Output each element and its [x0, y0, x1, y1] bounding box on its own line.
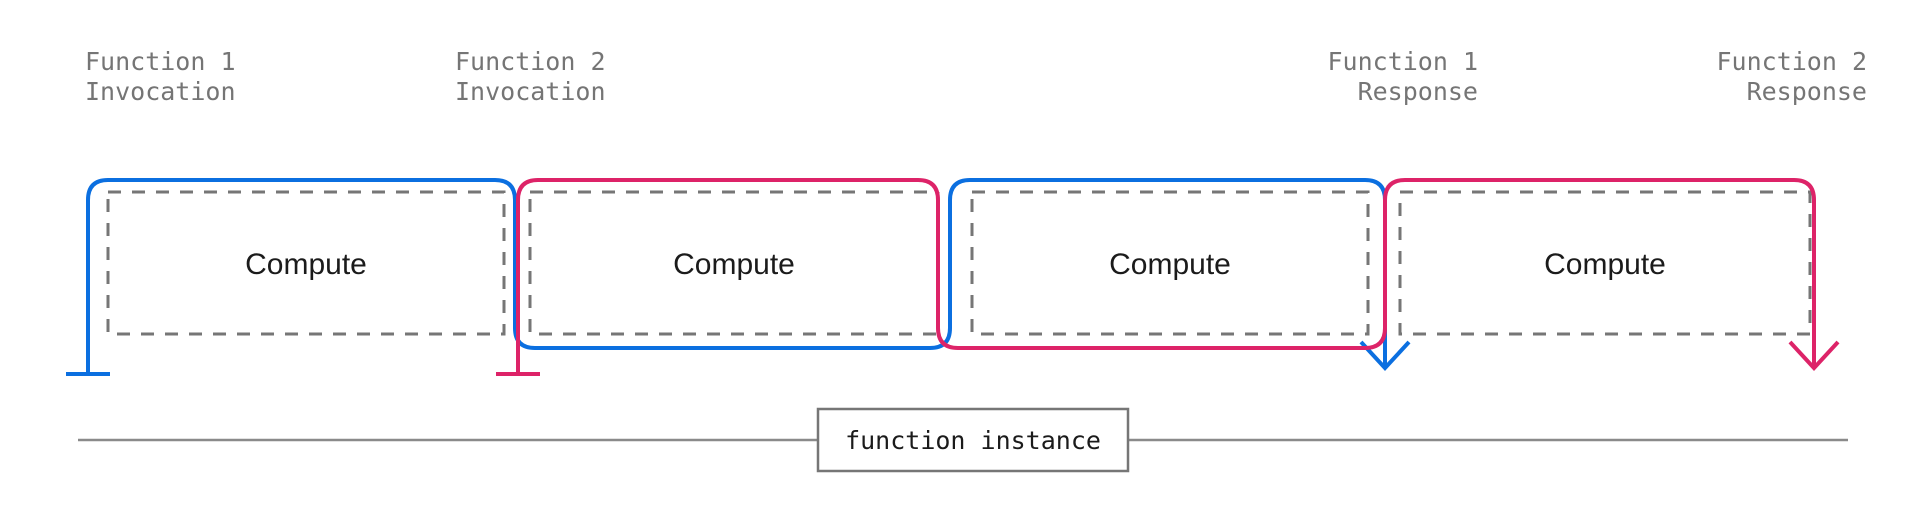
event-label-line1: Function 1 [1327, 47, 1478, 76]
event-label-line2: Invocation [455, 77, 606, 106]
compute-block-label: Compute [673, 248, 795, 281]
compute-block-label: Compute [245, 248, 367, 281]
event-label-line1: Function 1 [85, 47, 236, 76]
compute-block-border [970, 190, 1370, 336]
event-label-fn2-invocation: Function 2 Invocation [455, 47, 606, 106]
compute-block-label: Compute [1109, 248, 1231, 281]
compute-block-1: Compute [106, 190, 506, 336]
compute-block-2: Compute [528, 190, 940, 336]
event-label-line2: Response [1358, 77, 1478, 106]
compute-block-border [1398, 190, 1812, 336]
compute-block-label: Compute [1544, 248, 1666, 281]
event-label-line2: Response [1747, 77, 1867, 106]
event-label-fn1-invocation: Function 1 Invocation [85, 47, 236, 106]
compute-block-border [106, 190, 506, 336]
event-label-line1: Function 2 [455, 47, 606, 76]
function-instance-label: function instance [845, 426, 1101, 455]
function-1-response-arrow-icon [1359, 340, 1411, 371]
function-1-flow-path [86, 178, 1387, 374]
function-instance-box [816, 407, 1130, 473]
function-1-flow [66, 178, 1411, 376]
function-2-flow-path [516, 178, 1816, 374]
event-label-fn2-response: Function 2 Response [1716, 47, 1867, 106]
event-label-line1: Function 2 [1716, 47, 1867, 76]
compute-block-3: Compute [970, 190, 1370, 336]
function-2-flow [496, 178, 1840, 376]
function-instance-timeline: function instance [78, 407, 1848, 473]
compute-block-4: Compute [1398, 190, 1812, 336]
compute-block-border [528, 190, 940, 336]
event-label-line2: Invocation [85, 77, 236, 106]
event-label-fn1-response: Function 1 Response [1327, 47, 1478, 106]
function-2-response-arrow-icon [1788, 340, 1840, 371]
